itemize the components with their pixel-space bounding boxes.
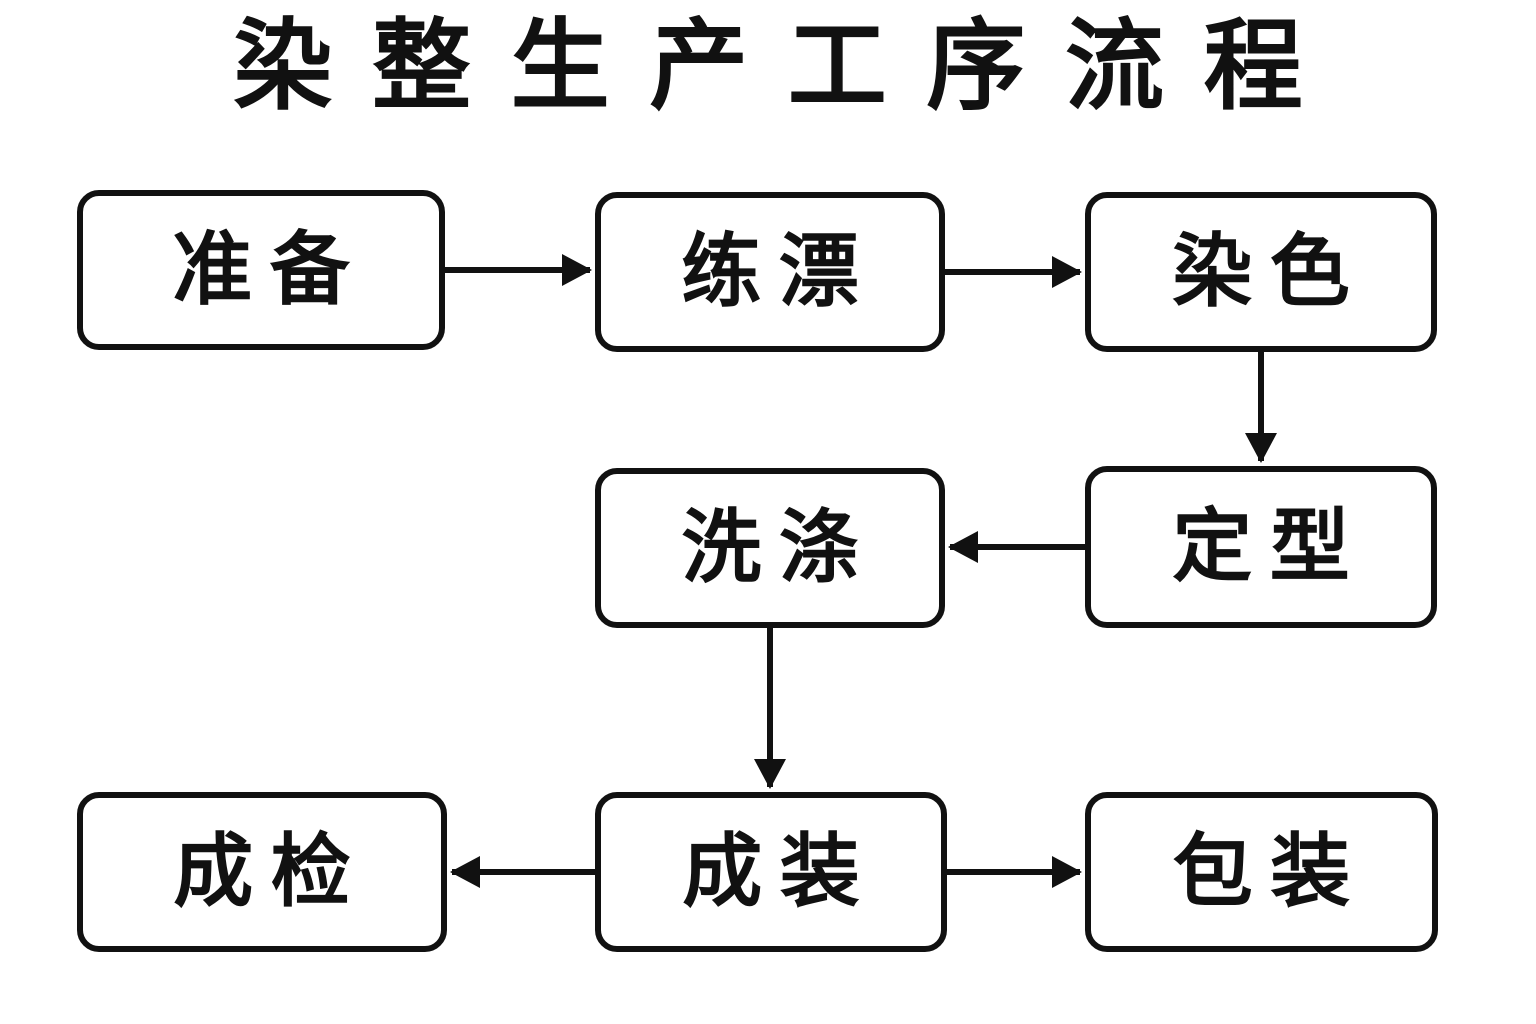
node-washing: 洗涤	[595, 468, 945, 628]
node-dyeing: 染色	[1085, 192, 1437, 352]
node-scour-bleach-label: 练漂	[681, 227, 877, 316]
node-setting: 定型	[1085, 466, 1437, 628]
node-inspection: 成检	[77, 792, 447, 952]
node-preparation-label: 准备	[172, 225, 368, 314]
diagram-title: 染整生产工序流程	[0, 6, 1536, 127]
node-packaging-label: 包装	[1172, 827, 1368, 916]
node-scour-bleach: 练漂	[595, 192, 945, 352]
node-packaging: 包装	[1085, 792, 1438, 952]
node-inspection-label: 成检	[173, 827, 369, 916]
node-making-up: 成装	[595, 792, 947, 952]
diagram-title-text: 染整生产工序流程	[233, 10, 1343, 121]
node-setting-label: 定型	[1172, 502, 1368, 591]
node-making-up-label: 成装	[682, 827, 878, 916]
node-washing-label: 洗涤	[681, 503, 877, 592]
node-dyeing-label: 染色	[1172, 227, 1368, 316]
node-preparation: 准备	[77, 190, 445, 350]
